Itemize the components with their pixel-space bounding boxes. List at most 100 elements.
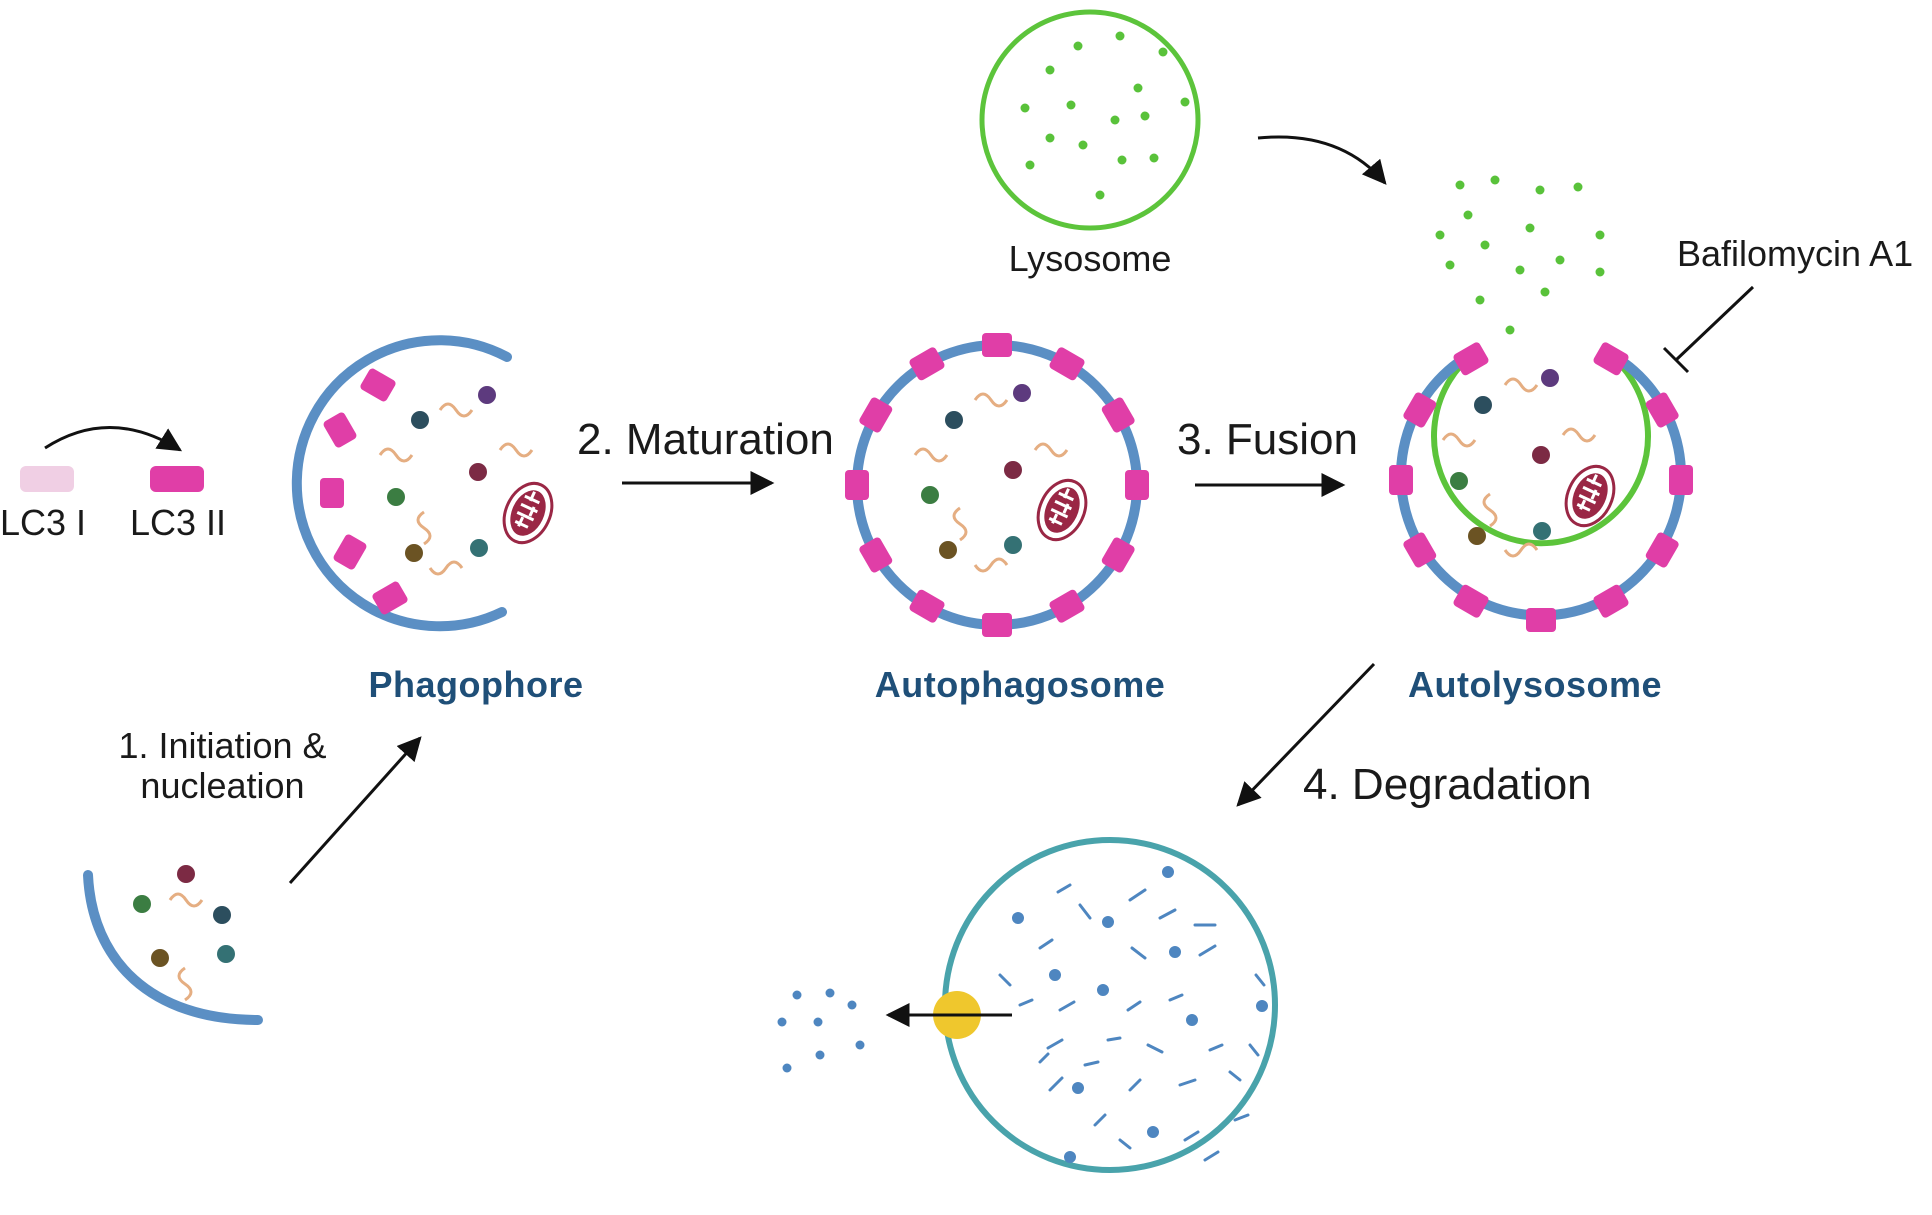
cargo-protein-icon (945, 411, 963, 429)
fragment-icon (1198, 944, 1217, 957)
autolysosome-label: Autolysosome (1407, 664, 1663, 705)
degradation-arrow (1236, 662, 1376, 807)
cargo-protein-icon (469, 463, 487, 481)
released-molecule-icon (855, 1040, 865, 1050)
arrows (288, 135, 1387, 1027)
fragment-icon (1093, 1113, 1107, 1127)
fragment-icon (1097, 984, 1109, 996)
released-molecule-icon (847, 1000, 857, 1010)
cargo-protein-icon (177, 865, 195, 883)
mitochondria-icon (1027, 471, 1097, 549)
lc3-ii-marker (859, 397, 893, 433)
enzyme-dot (1115, 31, 1125, 41)
fragment-icon (1078, 903, 1092, 920)
degraded-fragments (998, 866, 1268, 1163)
fragment-icon (1146, 1043, 1164, 1054)
lc3-ii-marker (1403, 532, 1437, 568)
released-molecule-icon (813, 1017, 823, 1027)
lysosome-enzyme-dots (1020, 31, 1190, 200)
lc3-ii-marker (1101, 537, 1135, 573)
initiation-line1: 1. Initiation & (118, 725, 327, 766)
released-molecules (777, 988, 865, 1073)
autophagosome-cargo (913, 384, 1097, 573)
fragment-icon (1102, 916, 1114, 928)
degradation-vesicle-icon (942, 837, 1278, 1173)
degradation-vesicle (777, 837, 1278, 1173)
fragment-icon (1046, 1038, 1064, 1050)
cargo-protein-icon (213, 906, 231, 924)
fragment-icon (1130, 946, 1147, 960)
autolysosome-enzyme-dots (1435, 175, 1605, 335)
cargo-protein-icon (921, 486, 939, 504)
cargo-protein-icon (411, 411, 429, 429)
cargo-protein-icon (217, 945, 235, 963)
released-molecule-icon (825, 988, 835, 998)
enzyme-dot (1573, 182, 1583, 192)
cargo-protein-icon (1532, 446, 1550, 464)
lysosome-icon (979, 9, 1201, 231)
fragment-icon (1038, 938, 1054, 950)
cargo-protein-icon (151, 949, 169, 967)
fragment-icon (998, 973, 1012, 987)
enzyme-dot (1025, 160, 1035, 170)
legend-conversion-arrow (44, 426, 183, 452)
fragment-icon (1058, 1000, 1076, 1012)
lc3-ii-icon (150, 466, 204, 492)
lc3-ii-marker (1593, 342, 1629, 376)
fragment-icon (1128, 888, 1147, 902)
lc3-i-icon (20, 466, 74, 492)
lc3-ii-marker (1669, 465, 1693, 495)
phagophore-cargo (378, 386, 563, 576)
enzyme-dot (1045, 133, 1055, 143)
enzyme-dot (1149, 153, 1159, 163)
cargo-protein-icon (1541, 369, 1559, 387)
lc3-ii-label: LC3 II (130, 502, 227, 543)
lc3-ii-marker (1403, 392, 1437, 428)
enzyme-dot (1073, 41, 1083, 51)
lc3-ii-marker (1049, 589, 1085, 623)
mitochondria-icon (1555, 457, 1625, 535)
cargo-protein-icon (1474, 396, 1492, 414)
fragment-icon (1128, 1078, 1142, 1092)
lc3-ii-marker (982, 613, 1012, 637)
cargo-protein-icon (470, 539, 488, 557)
enzyme-dot (1525, 223, 1535, 233)
phagophore-membrane-icon (291, 335, 512, 632)
lc3-ii-marker (909, 589, 945, 623)
fragment-icon (1049, 969, 1061, 981)
lc3-ii-marker (859, 537, 893, 573)
lc3-ii-marker (909, 347, 945, 381)
enzyme-dot (1110, 115, 1120, 125)
fusion-label: 3. Fusion (1177, 415, 1358, 464)
fragment-icon (1203, 1150, 1220, 1162)
released-molecule-icon (815, 1050, 825, 1060)
fragment-icon (1118, 1138, 1132, 1150)
lc3-i-label: LC3 I (0, 502, 87, 543)
enzyme-dot (1066, 100, 1076, 110)
lc3-ii-marker (1101, 397, 1135, 433)
autolysosome-lysosome-part (1431, 349, 1651, 547)
enzyme-dot (1455, 180, 1465, 190)
nucleation-membrane-icon (83, 870, 263, 1025)
lc3-ii-marker (1453, 584, 1489, 618)
phagophore-lc3-markers (320, 368, 408, 615)
initial-membrane (83, 865, 263, 1025)
lc3-ii-marker (1049, 347, 1085, 381)
autophagosome-label: Autophagosome (874, 664, 1166, 705)
cargo-protein-icon (387, 488, 405, 506)
cargo-protein-icon (1533, 522, 1551, 540)
fragment-icon (1056, 883, 1072, 894)
cargo-protein-icon (1004, 536, 1022, 554)
initiation-line2: nucleation (140, 765, 305, 806)
cargo-protein-icon (1004, 461, 1022, 479)
fragment-icon (1256, 1000, 1268, 1012)
legend (20, 426, 204, 492)
enzyme-dot (1475, 295, 1485, 305)
autolysosome-lc3-markers (1389, 342, 1693, 632)
lysosome-label: Lysosome (1008, 238, 1172, 279)
lc3-ii-marker (982, 333, 1012, 357)
cargo-protein-icon (1468, 527, 1486, 545)
enzyme-dot (1535, 185, 1545, 195)
enzyme-dot (1540, 287, 1550, 297)
